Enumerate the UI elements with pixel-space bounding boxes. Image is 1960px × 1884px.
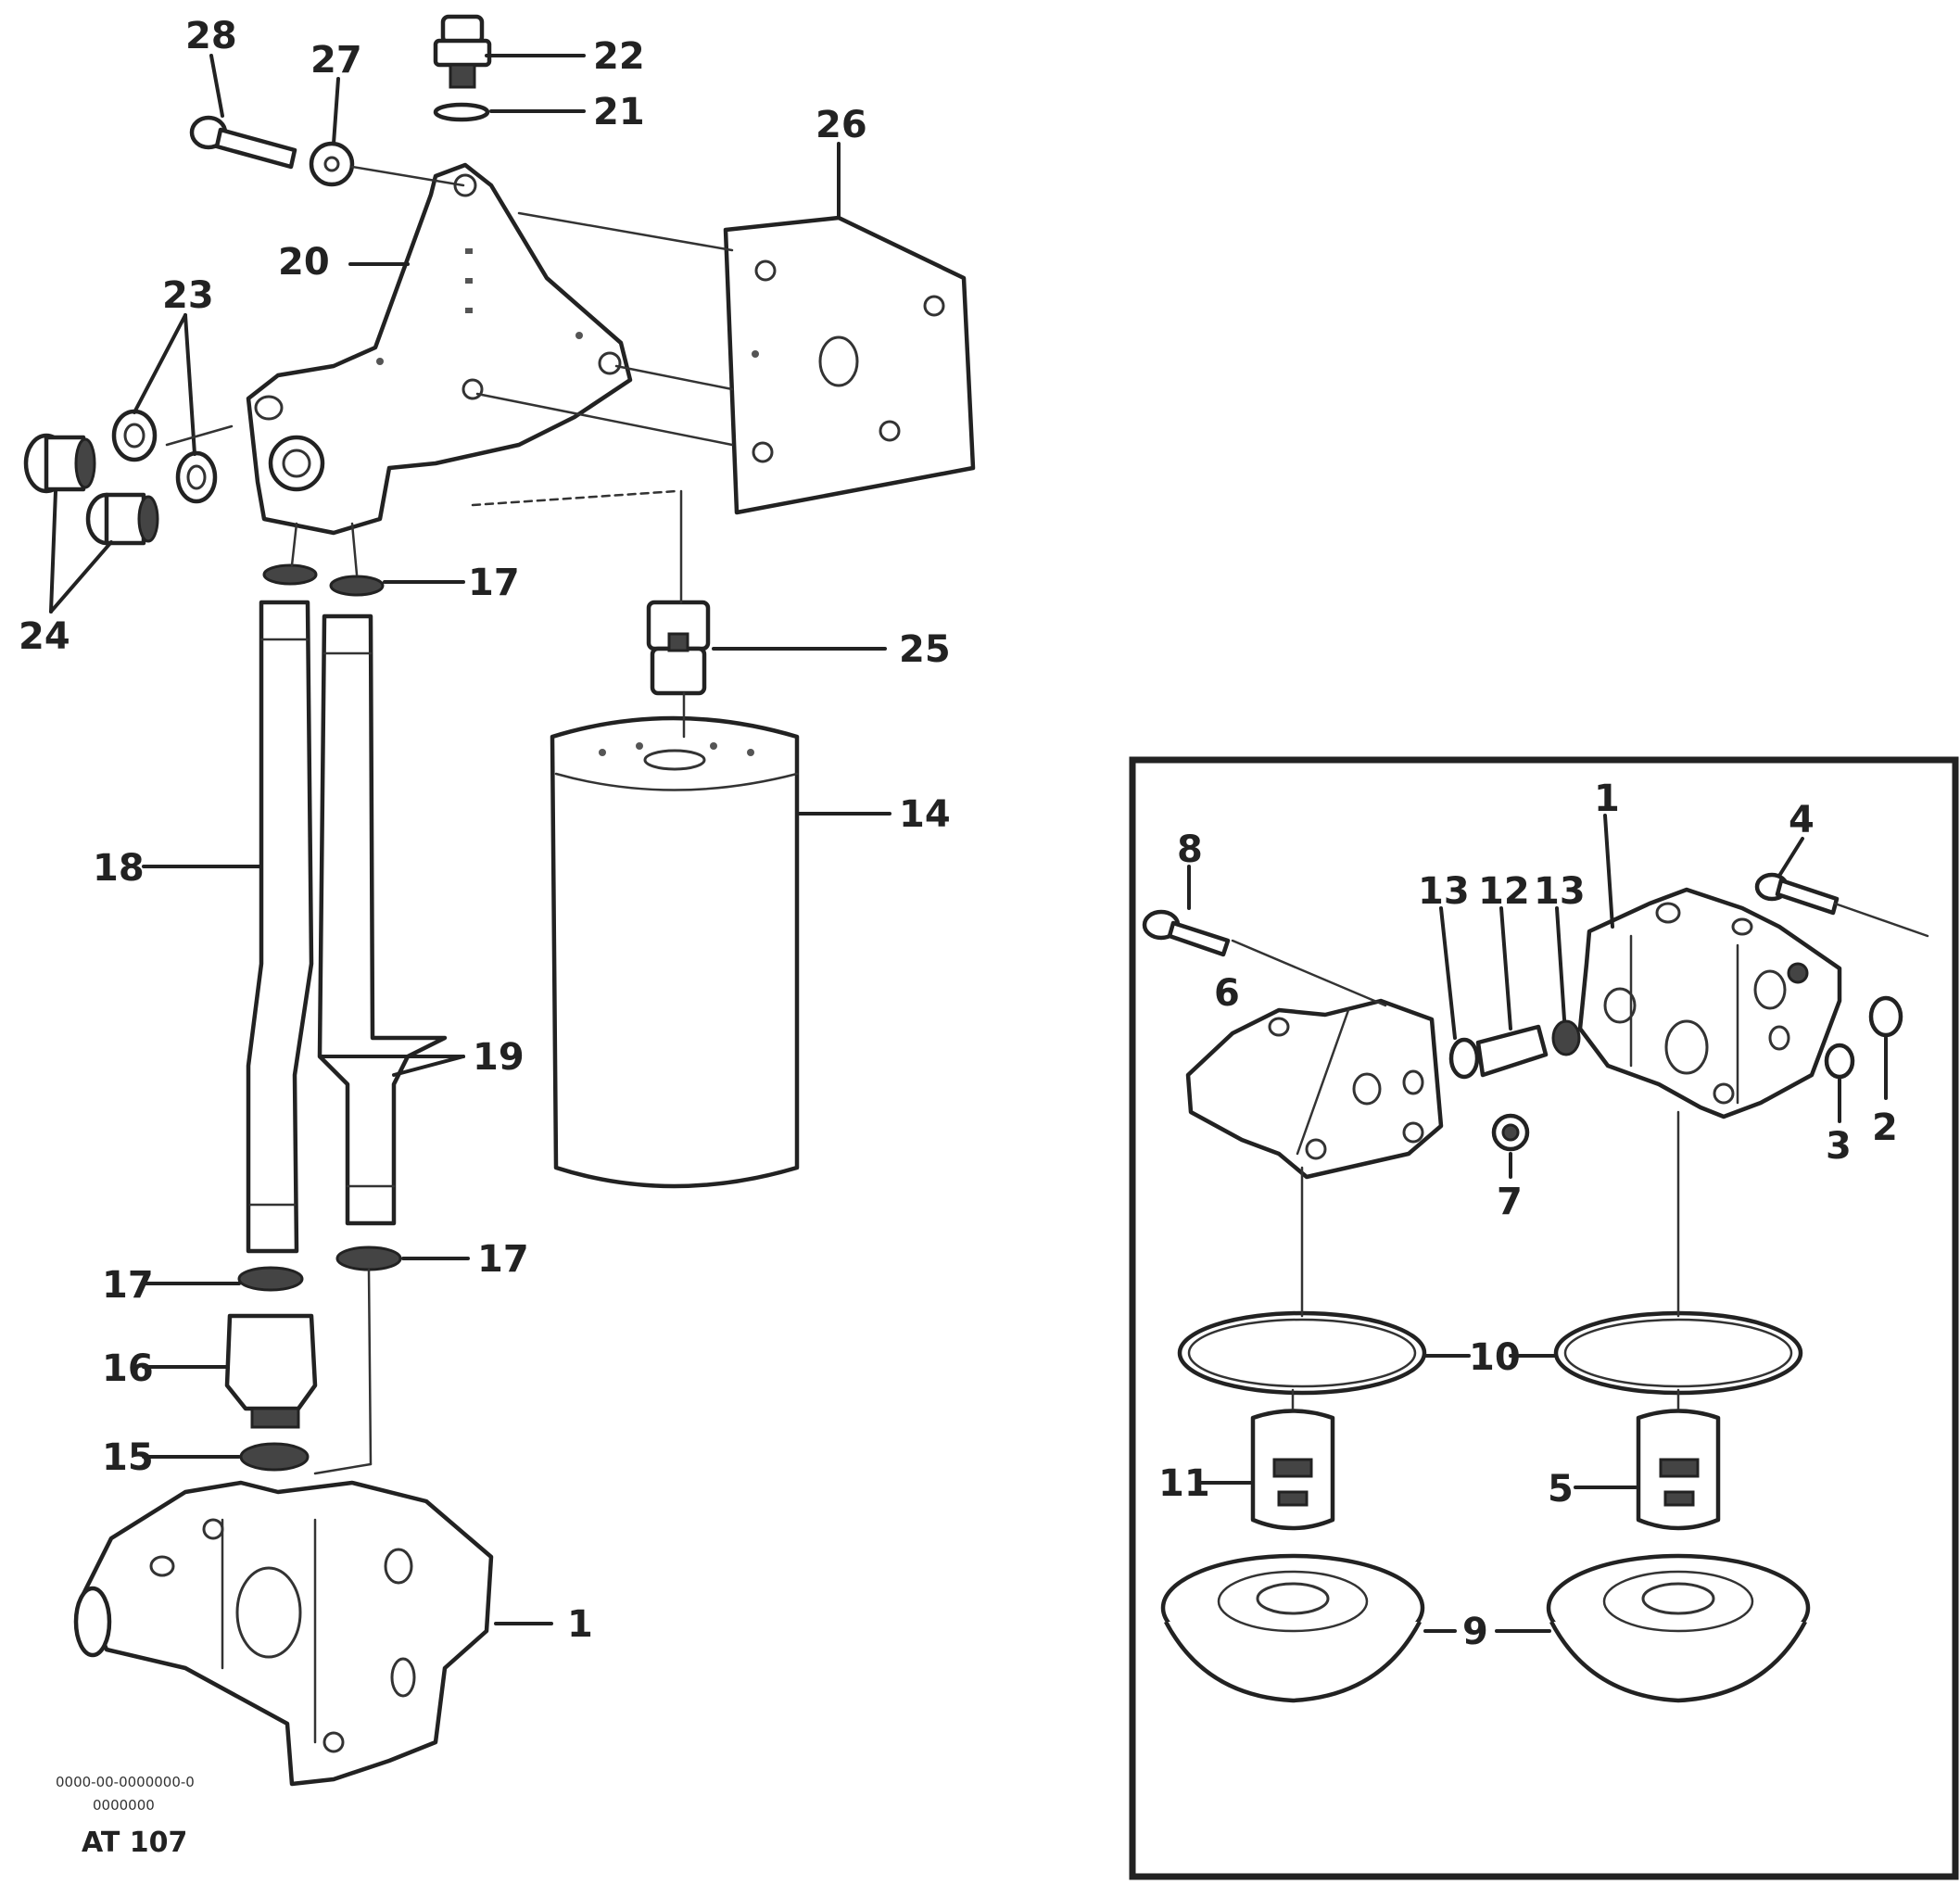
part-23-nut-2 [175, 450, 218, 504]
label-23: 23 [162, 274, 214, 317]
inset-part-10-ring-left [1177, 1310, 1427, 1396]
label-17-top: 17 [468, 562, 520, 604]
inset-part-6-cover [1185, 998, 1444, 1180]
label-1: 1 [567, 1603, 593, 1646]
label-19: 19 [473, 1036, 525, 1079]
inset-label-1: 1 [1594, 778, 1620, 820]
label-17-lower-left: 17 [102, 1264, 154, 1307]
label-28: 28 [185, 15, 237, 57]
inset-label-3: 3 [1826, 1125, 1852, 1168]
footer-caption-line1: 0000-00-0000000-0 [56, 1774, 195, 1790]
label-18: 18 [93, 847, 145, 890]
label-17-lower-right: 17 [477, 1238, 529, 1281]
part-14-filter-cartridge [550, 715, 800, 1189]
leader-lines-left [49, 54, 891, 1625]
part-1-filter-housing [73, 1480, 494, 1787]
part-18-pipe [246, 600, 314, 1254]
part-27-washer [309, 141, 355, 187]
inset-part-12-tube [1475, 1024, 1549, 1078]
callout-labels-inset: 8 13 12 13 1 4 6 7 3 2 10 11 5 9 [1158, 778, 1898, 1653]
inset-part-2-ring [1868, 995, 1903, 1038]
inset-label-8: 8 [1177, 828, 1203, 871]
inset-label-13-right: 13 [1534, 870, 1586, 913]
footer-caption-line2: 0000000 [93, 1797, 155, 1814]
inset-frame [1129, 756, 1959, 1880]
inset-label-6: 6 [1214, 972, 1240, 1015]
part-17-seal-lower-left [237, 1266, 304, 1292]
part-25-nipple [646, 600, 711, 696]
inset-label-7: 7 [1497, 1181, 1523, 1223]
label-16: 16 [102, 1347, 154, 1390]
part-23-nut [111, 409, 158, 462]
label-22: 22 [593, 35, 645, 78]
inset-part-8-bolt [1142, 909, 1231, 957]
inset-part-1-housing [1577, 887, 1842, 1119]
inset-part-3-ring [1824, 1043, 1855, 1080]
leader-lines-inset [1187, 814, 1929, 1633]
inset-part-11-element [1250, 1409, 1335, 1531]
label-26: 26 [816, 104, 867, 146]
part-20-bracket [246, 162, 633, 536]
inset-part-9-bowl-left [1160, 1553, 1425, 1703]
label-25: 25 [899, 628, 951, 671]
label-21: 21 [593, 91, 645, 133]
label-27: 27 [310, 39, 362, 82]
inset-label-13-left: 13 [1418, 870, 1470, 913]
inset-label-11: 11 [1158, 1462, 1210, 1505]
inset-part-7-plug [1491, 1113, 1530, 1152]
part-17-seal-top-left [262, 563, 318, 586]
label-24: 24 [19, 615, 70, 658]
part-19-pipe [317, 613, 448, 1226]
part-28-bolt [189, 115, 297, 170]
inset-part-13-seal-right [1551, 1019, 1581, 1056]
inset-label-4: 4 [1789, 799, 1815, 841]
part-24-fitting [23, 433, 96, 494]
part-24-fitting-2 [85, 492, 159, 546]
inset-label-5: 5 [1548, 1468, 1574, 1511]
part-17-seal-lower-right [335, 1245, 402, 1271]
footer-reference: AT 107 [82, 1827, 187, 1859]
inset-label-12: 12 [1478, 870, 1530, 913]
inset-label-10: 10 [1469, 1336, 1521, 1379]
part-17-seal-top-right [329, 575, 385, 597]
part-22-plug [433, 14, 492, 89]
drawing-footer: 0000-00-0000000-0 0000000 AT 107 [56, 1774, 195, 1859]
inset-part-4-bolt [1754, 872, 1840, 916]
part-15-washer [239, 1442, 310, 1472]
label-14: 14 [899, 793, 951, 836]
inset-part-10-ring-left-inner [1187, 1318, 1417, 1388]
part-26-plate [723, 215, 976, 515]
inset-part-10-ring-right-inner [1563, 1318, 1793, 1388]
part-21-seal-ring [433, 102, 490, 122]
inset-part-9-bowl-right [1546, 1553, 1811, 1703]
inset-part-13-seal-left [1448, 1037, 1480, 1080]
inset-part-5-element [1636, 1409, 1721, 1531]
callout-labels-left: 28 27 22 21 26 20 23 17 24 25 14 18 19 1… [19, 15, 951, 1646]
inset-part-10-ring-right [1553, 1310, 1803, 1396]
inset-label-2: 2 [1872, 1106, 1898, 1149]
inset-label-9: 9 [1462, 1611, 1488, 1653]
label-20: 20 [278, 241, 330, 284]
label-15: 15 [102, 1436, 154, 1479]
part-16-nipple [224, 1313, 318, 1429]
